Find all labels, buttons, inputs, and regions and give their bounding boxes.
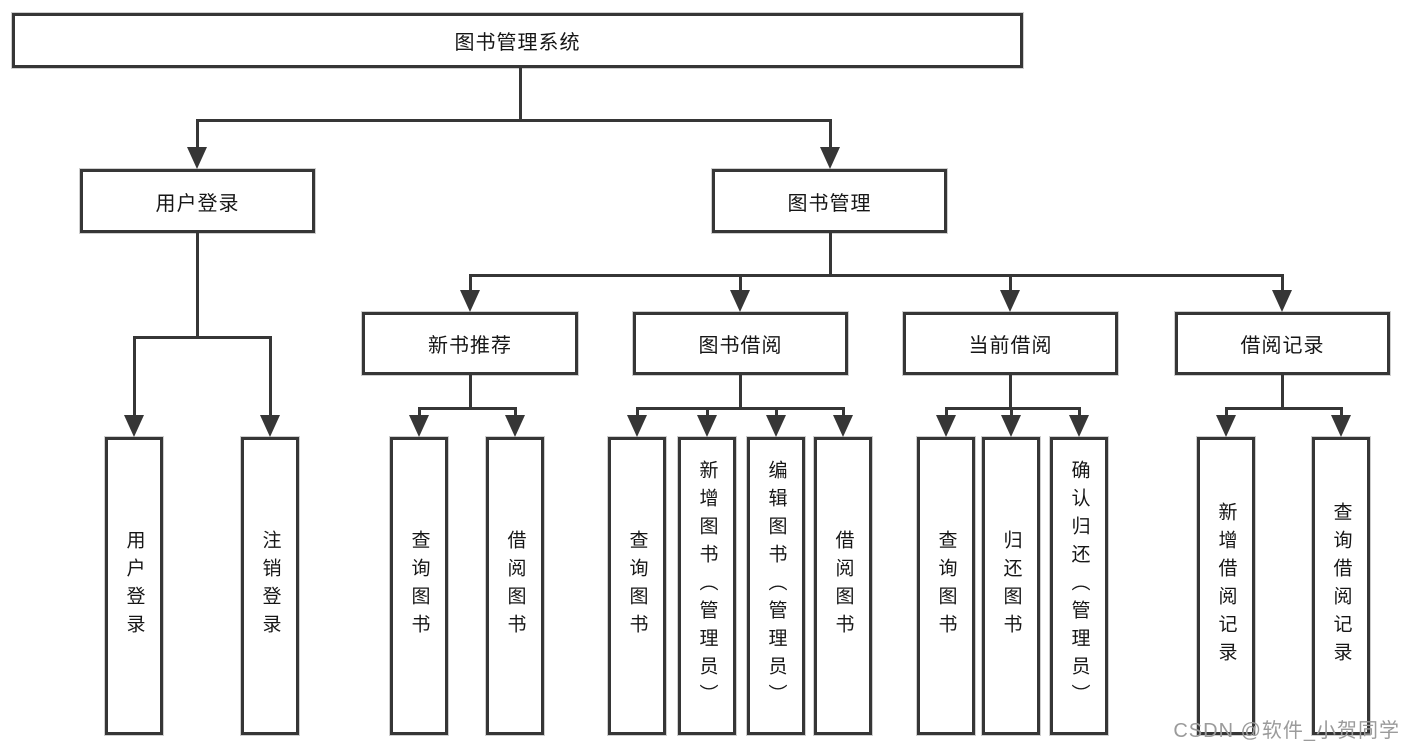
leaf-newbook-query: 查询图书 xyxy=(390,437,448,735)
connector-arrowhead xyxy=(124,415,144,437)
connector-line xyxy=(1224,407,1343,410)
connector-line xyxy=(132,336,272,339)
connector-line xyxy=(1008,375,1012,410)
node-book-borrow-label: 图书借阅 xyxy=(698,335,783,357)
leaf-records-add: 新增借阅记录 xyxy=(1197,437,1255,735)
leaf-borrow-add-label: 新增图书（管理员） xyxy=(696,460,718,712)
leaf-borrow-book-label: 借阅图书 xyxy=(832,530,854,642)
leaf-newbook-borrow-label: 借阅图书 xyxy=(504,530,526,642)
leaf-user-login-label: 用户登录 xyxy=(123,530,145,642)
connector-line xyxy=(738,274,742,292)
connector-arrowhead xyxy=(1001,415,1021,437)
node-root: 图书管理系统 xyxy=(12,13,1023,68)
leaf-borrow-edit: 编辑图书（管理员） xyxy=(747,437,805,735)
connector-line xyxy=(705,407,709,417)
leaf-borrow-query-label: 查询图书 xyxy=(626,530,648,642)
connector-arrowhead xyxy=(505,415,525,437)
connector-line xyxy=(1008,274,1012,292)
connector-arrowhead xyxy=(409,415,429,437)
leaf-borrow-edit-label: 编辑图书（管理员） xyxy=(765,460,787,712)
connector-line xyxy=(195,119,199,149)
leaf-newbook-borrow: 借阅图书 xyxy=(486,437,544,735)
leaf-records-query: 查询借阅记录 xyxy=(1312,437,1370,735)
connector-arrowhead xyxy=(187,147,207,169)
node-user-login-label: 用户登录 xyxy=(155,192,240,215)
node-book-mgmt-label: 图书管理 xyxy=(787,192,872,215)
leaf-newbook-query-label: 查询图书 xyxy=(408,530,430,642)
connector-arrowhead xyxy=(1000,290,1020,312)
node-new-book-rec-label: 新书推荐 xyxy=(428,335,512,357)
connector-line xyxy=(268,336,272,417)
connector-arrowhead xyxy=(260,415,280,437)
connector-line xyxy=(1224,407,1228,417)
connector-arrowhead xyxy=(1069,415,1089,437)
connector-line xyxy=(468,375,472,410)
leaf-logout: 注销登录 xyxy=(241,437,299,735)
connector-line xyxy=(1009,407,1013,417)
connector-line xyxy=(1280,274,1284,292)
connector-line xyxy=(828,119,832,149)
connector-line xyxy=(468,274,1284,277)
connector-line xyxy=(944,407,1081,410)
connector-line xyxy=(738,375,742,410)
connector-line xyxy=(828,233,832,277)
connector-line xyxy=(417,407,421,417)
connector-line xyxy=(132,336,136,417)
connector-line xyxy=(635,407,845,410)
connector-line xyxy=(774,407,778,417)
node-user-login: 用户登录 xyxy=(80,169,315,233)
leaf-records-query-label: 查询借阅记录 xyxy=(1330,502,1352,670)
connector-line xyxy=(513,407,517,417)
node-current-borrow: 当前借阅 xyxy=(903,312,1118,375)
connector-line xyxy=(1280,375,1284,410)
leaf-records-add-label: 新增借阅记录 xyxy=(1215,502,1237,670)
csdn-watermark: CSDN @软件_小贺同学 xyxy=(1173,720,1400,742)
leaf-borrow-add: 新增图书（管理员） xyxy=(678,437,736,735)
node-new-book-rec: 新书推荐 xyxy=(362,312,578,375)
connector-line xyxy=(468,274,472,292)
connector-line xyxy=(1077,407,1081,417)
connector-line xyxy=(417,407,517,410)
leaf-current-return: 归还图书 xyxy=(982,437,1040,735)
connector-line xyxy=(195,119,832,122)
connector-arrowhead xyxy=(730,290,750,312)
node-book-mgmt: 图书管理 xyxy=(712,169,947,233)
leaf-current-confirm-label: 确认归还（管理员） xyxy=(1068,460,1090,712)
connector-arrowhead xyxy=(627,415,647,437)
connector-line xyxy=(1339,407,1343,417)
node-current-borrow-label: 当前借阅 xyxy=(968,335,1053,357)
connector-arrowhead xyxy=(1216,415,1236,437)
connector-arrowhead xyxy=(460,290,480,312)
node-borrow-records-label: 借阅记录 xyxy=(1240,335,1325,357)
connector-arrowhead xyxy=(820,147,840,169)
connector-line xyxy=(841,407,845,417)
leaf-user-login: 用户登录 xyxy=(105,437,163,735)
connector-line xyxy=(635,407,639,417)
connector-line xyxy=(195,233,199,339)
node-book-borrow: 图书借阅 xyxy=(633,312,848,375)
node-borrow-records: 借阅记录 xyxy=(1175,312,1390,375)
leaf-current-confirm: 确认归还（管理员） xyxy=(1050,437,1108,735)
leaf-borrow-book: 借阅图书 xyxy=(814,437,872,735)
connector-line xyxy=(518,68,522,122)
connector-arrowhead xyxy=(766,415,786,437)
leaf-borrow-query: 查询图书 xyxy=(608,437,666,735)
connector-arrowhead xyxy=(1272,290,1292,312)
leaf-current-return-label: 归还图书 xyxy=(1000,530,1022,642)
connector-arrowhead xyxy=(936,415,956,437)
connector-arrowhead xyxy=(1331,415,1351,437)
connector-line xyxy=(944,407,948,417)
leaf-current-query: 查询图书 xyxy=(917,437,975,735)
connector-arrowhead xyxy=(833,415,853,437)
leaf-logout-label: 注销登录 xyxy=(259,530,281,642)
node-root-label: 图书管理系统 xyxy=(454,32,581,54)
connector-arrowhead xyxy=(697,415,717,437)
leaf-current-query-label: 查询图书 xyxy=(935,530,957,642)
